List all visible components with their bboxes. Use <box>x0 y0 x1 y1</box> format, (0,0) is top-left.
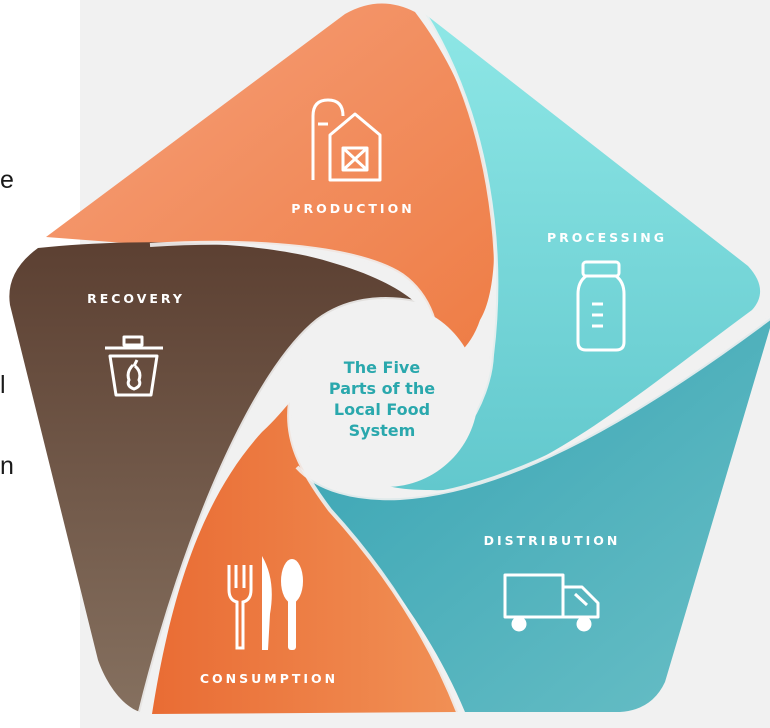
cropped-text-fragment: l <box>0 371 6 399</box>
divider-line <box>287 401 460 713</box>
processing-label: PROCESSING <box>547 230 667 245</box>
processing-segment <box>380 14 761 491</box>
utensils-icon <box>227 556 303 650</box>
distribution-segment <box>297 318 770 712</box>
divider-line <box>138 297 416 713</box>
consumption-label: CONSUMPTION <box>200 671 338 686</box>
truck-icon <box>503 573 600 632</box>
center-title-line: System <box>349 421 416 440</box>
center-title-line: Local Food <box>334 400 430 419</box>
center-title-line: Parts of the <box>329 379 435 398</box>
divider-line <box>295 316 770 501</box>
consumption-segment <box>152 402 458 714</box>
production-label: PRODUCTION <box>291 201 414 216</box>
cropped-text-fragment: e <box>0 166 14 194</box>
barn-icon <box>311 98 382 182</box>
recovery-label: RECOVERY <box>87 291 185 306</box>
production-segment <box>46 3 495 366</box>
cropped-text-fragment: n <box>0 452 14 480</box>
distribution-label: DISTRIBUTION <box>484 533 621 548</box>
trash-can-icon <box>105 335 163 397</box>
jar-icon <box>576 260 626 352</box>
center-circle <box>294 303 478 487</box>
center-title-line: The Five <box>344 358 421 377</box>
